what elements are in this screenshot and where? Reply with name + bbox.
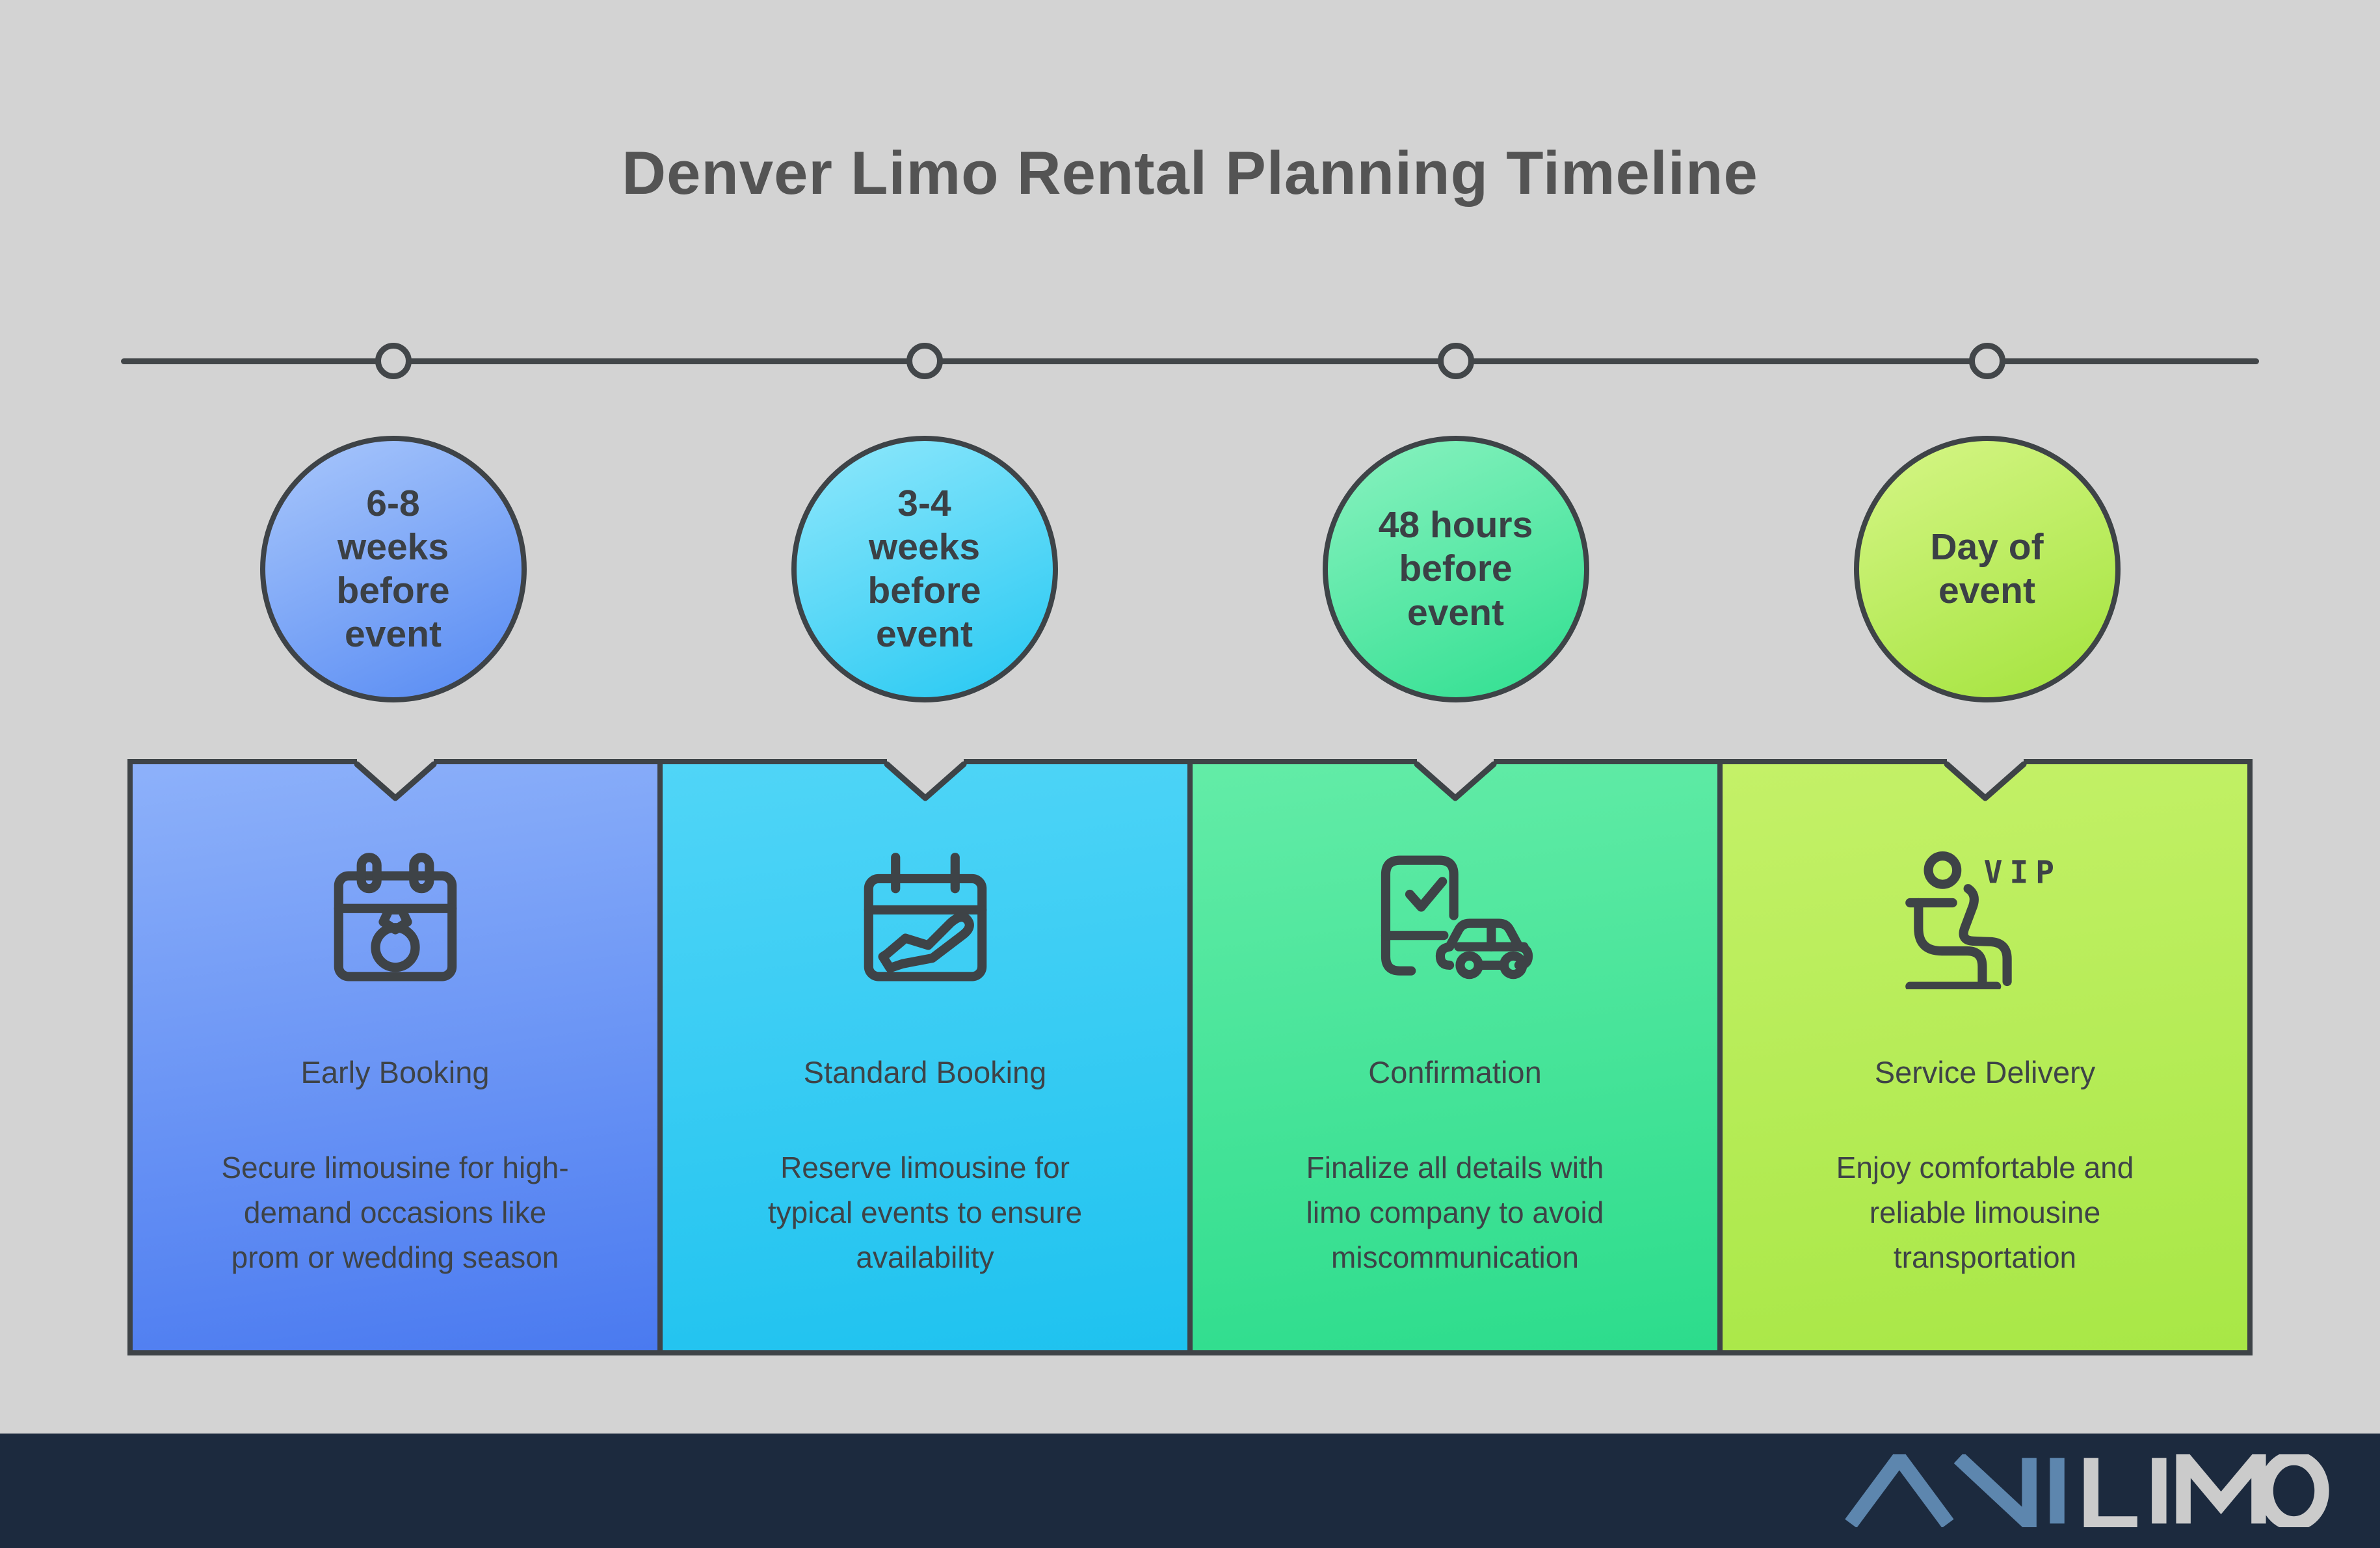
- anilimo-logo: [1844, 1437, 2329, 1541]
- timeline-marker-3: [1437, 343, 1474, 379]
- footer-bar: [0, 1434, 2380, 1548]
- card-early-booking: Early Booking Secure limousine for high-…: [133, 759, 657, 1350]
- calendar-plane-icon: [854, 847, 996, 989]
- card-description: Finalize all details with limo company t…: [1306, 1151, 1604, 1274]
- logo-gray-letters: [2083, 1437, 2329, 1531]
- phone-check-car-icon: [1370, 847, 1540, 989]
- stage-circle-4: Day of event: [1853, 436, 2121, 702]
- card-notch: [354, 759, 436, 801]
- timeline-marker-4: [1968, 343, 2005, 379]
- card-description: Secure limousine for high- demand occasi…: [221, 1151, 569, 1274]
- stage-circle-3: 48 hours before event: [1322, 436, 1589, 702]
- card-description: Enjoy comfortable and reliable limousine…: [1836, 1151, 2134, 1274]
- card-description: Reserve limousine for typical events to …: [767, 1151, 1083, 1274]
- card-notch: [884, 759, 966, 801]
- logo-blue-letters: [1845, 1445, 2065, 1541]
- timeline-rail: [121, 358, 2259, 364]
- stage-column-3: 48 hours before event: [1190, 0, 1721, 702]
- card-notch: [1944, 759, 2026, 801]
- card-title: Standard Booking: [803, 1055, 1047, 1089]
- stage-circle-1: 6-8 weeks before event: [259, 436, 527, 702]
- card-service-delivery: VIP Service Delivery Enjoy comfortable a…: [1717, 759, 2247, 1350]
- page-title: Denver Limo Rental Planning Timeline: [622, 139, 1758, 207]
- card-standard-booking: Standard Booking Reserve limousine for t…: [657, 759, 1187, 1350]
- card-confirmation: Confirmation Finalize all details with l…: [1187, 759, 1717, 1350]
- stage-column-4: Day of event: [1721, 0, 2253, 702]
- vip-label: VIP: [1983, 855, 2061, 891]
- card-title: Service Delivery: [1874, 1055, 2096, 1089]
- timeline-marker-1: [375, 343, 412, 379]
- timeline-stages: 6-8 weeks before event 3-4 weeks before …: [127, 0, 2253, 702]
- stage-cards: Early Booking Secure limousine for high-…: [127, 759, 2253, 1355]
- calendar-wedding-ring-icon: [324, 847, 466, 989]
- timeline-marker-2: [906, 343, 943, 379]
- stage-circle-2: 3-4 weeks before event: [791, 436, 1058, 702]
- card-notch: [1414, 759, 1496, 801]
- card-title: Confirmation: [1368, 1055, 1542, 1089]
- card-title: Early Booking: [300, 1055, 490, 1089]
- stage-column-1: 6-8 weeks before event: [127, 0, 659, 702]
- vip-seat-person-icon: VIP: [1900, 847, 2070, 991]
- stage-column-2: 3-4 weeks before event: [659, 0, 1190, 702]
